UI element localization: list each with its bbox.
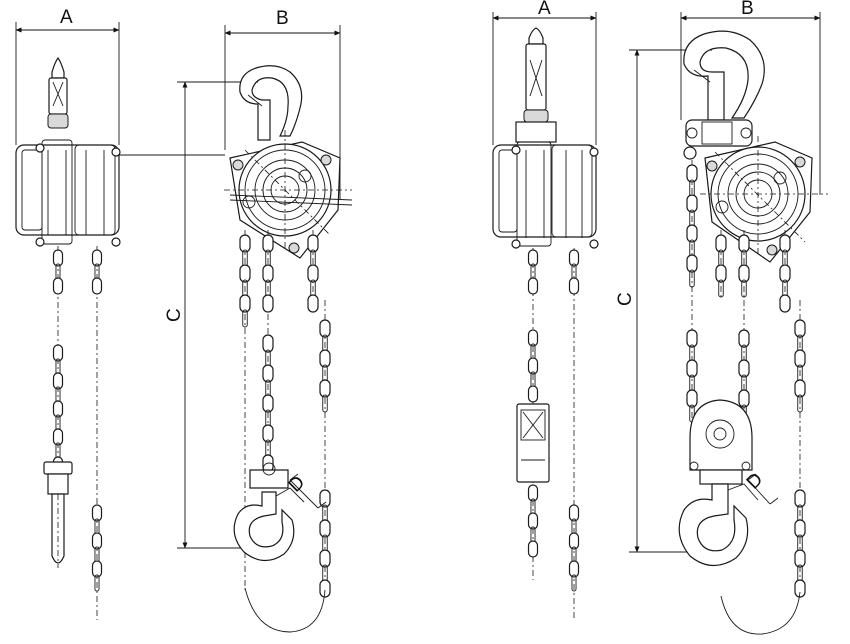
chain-link — [686, 359, 698, 378]
chain-link — [797, 394, 803, 413]
chain-link — [738, 329, 750, 348]
chain-link — [686, 224, 698, 243]
chain-link — [686, 164, 698, 183]
chain-link — [319, 489, 331, 508]
chain-link — [527, 484, 539, 502]
chain-link — [686, 194, 698, 213]
left-hoist-side-view: A — [15, 7, 225, 620]
chain-link — [307, 264, 319, 283]
chain-link — [242, 309, 248, 328]
chain-link — [91, 504, 103, 522]
chain-link — [794, 579, 806, 598]
dimension-a-right: A — [492, 0, 597, 145]
chain-link — [779, 234, 791, 253]
chain-link — [779, 294, 791, 313]
chain-link — [91, 277, 103, 295]
chain-link — [738, 264, 750, 283]
chain-link — [307, 294, 319, 313]
chain-link — [794, 489, 806, 508]
chain-link — [91, 560, 103, 578]
chain-link — [689, 269, 695, 288]
chain-link — [52, 428, 64, 446]
chain-link — [262, 394, 274, 413]
chain-link — [527, 357, 539, 375]
chain-link — [527, 540, 539, 558]
dimension-c-left: C — [164, 81, 258, 549]
chain-link — [779, 264, 791, 283]
dimension-a-left: A — [15, 7, 120, 145]
chain-link — [794, 379, 806, 398]
chain-link — [794, 519, 806, 538]
chain-link — [568, 277, 580, 295]
chain-link — [52, 344, 64, 362]
chain-link — [262, 264, 274, 283]
chain-link — [262, 234, 274, 253]
chain-link — [94, 574, 100, 592]
chain-link — [738, 234, 750, 253]
chain-link — [527, 512, 539, 530]
chain-link — [794, 549, 806, 568]
chain-link — [794, 319, 806, 338]
chain-link — [239, 234, 251, 253]
dimension-b-label: B — [276, 8, 289, 29]
chain-link — [319, 549, 331, 568]
chain-link — [527, 385, 539, 403]
dimension-b-left: B — [224, 8, 341, 200]
chain-link — [738, 359, 750, 378]
chain-link — [568, 504, 580, 522]
chain-link — [319, 579, 331, 598]
chain-link — [52, 372, 64, 390]
chain-link — [262, 334, 274, 353]
dimension-c-right: C — [615, 49, 712, 553]
chain-link — [794, 349, 806, 368]
right-hoist-front-view: B C — [615, 0, 828, 635]
chain-link — [262, 294, 274, 313]
dimension-c-label: C — [164, 308, 185, 322]
chain-link — [527, 277, 539, 295]
chain-link — [715, 234, 727, 253]
dimension-a-label-2: A — [538, 0, 551, 19]
chain-link — [527, 329, 539, 347]
chain-link — [568, 560, 580, 578]
chain-link — [568, 249, 580, 267]
chain-link — [239, 264, 251, 283]
chain-link — [52, 249, 64, 267]
chain-link — [52, 400, 64, 418]
chain-link — [738, 389, 750, 408]
chain-link — [568, 532, 580, 550]
chain-link — [715, 264, 727, 283]
dimension-d-label-2: D — [743, 469, 768, 494]
chain-link — [91, 532, 103, 550]
chain-link — [741, 279, 747, 298]
chain-link — [319, 379, 331, 398]
chain-link — [686, 389, 698, 408]
chain-link — [319, 319, 331, 338]
chain-link — [262, 364, 274, 383]
chain-link — [319, 519, 331, 538]
chain-link — [322, 394, 328, 413]
dimension-b-right: B — [680, 0, 821, 195]
left-hoist-front-view: B C — [164, 8, 353, 633]
dimension-b-label-2: B — [741, 0, 754, 19]
chain-link — [91, 249, 103, 267]
chain-link — [686, 254, 698, 273]
chain-link — [52, 277, 64, 295]
chain-link — [307, 234, 319, 253]
chain-link — [571, 574, 577, 592]
right-hoist-side-view: A — [492, 0, 599, 620]
chain-link — [319, 349, 331, 368]
dimension-c-label-2: C — [615, 292, 636, 306]
chain-link — [262, 424, 274, 443]
dimension-a-label: A — [60, 7, 73, 28]
chain-link — [239, 294, 251, 313]
chain-link — [686, 329, 698, 348]
chain-link — [718, 279, 724, 298]
chain-link — [527, 249, 539, 267]
